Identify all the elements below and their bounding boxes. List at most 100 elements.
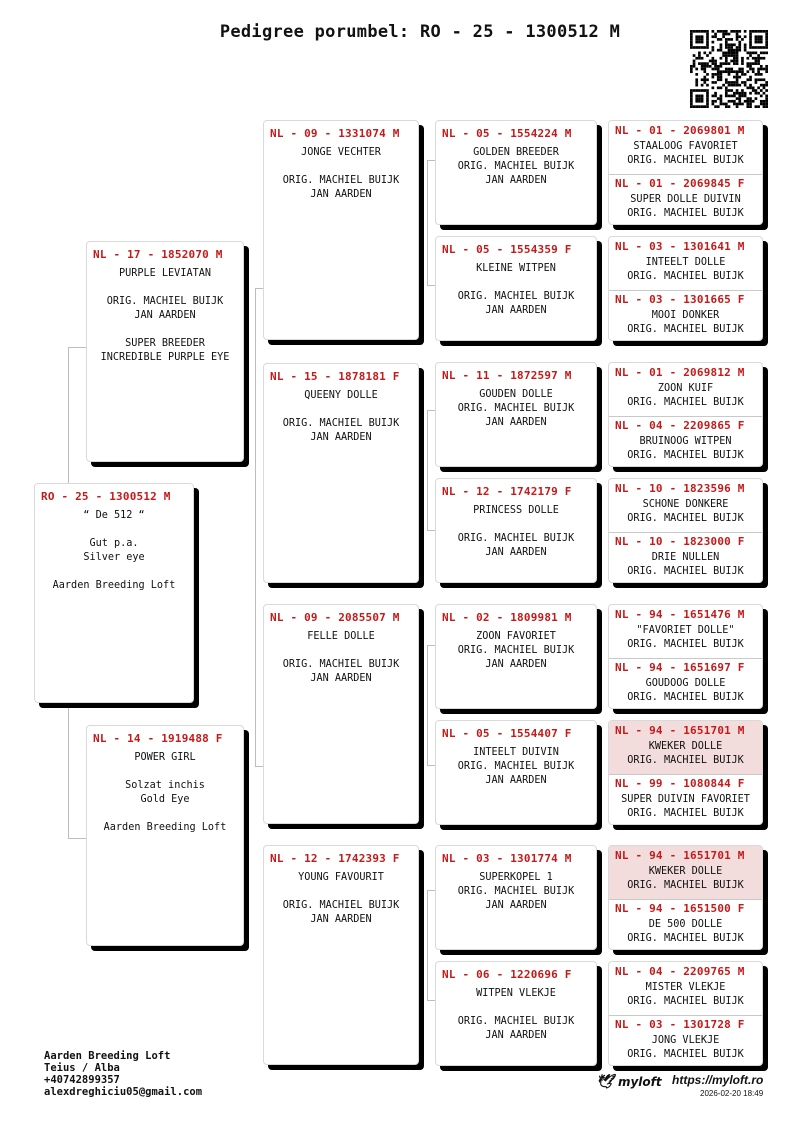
card-divider xyxy=(609,1014,762,1016)
pigeon-card[interactable]: NL - 94 - 1651476 M"FAVORIET DOLLE"ORIG.… xyxy=(609,605,762,658)
ring-number: NL - 10 - 1823596 M xyxy=(615,482,745,495)
connector-line xyxy=(427,410,428,530)
pigeon-name: DE 500 DOLLE xyxy=(648,918,723,930)
qr-code-icon[interactable] xyxy=(690,30,768,108)
pigeon-name: WITPEN VLEKJE xyxy=(476,988,556,999)
pigeon-origin: JAN AARDEN xyxy=(310,189,372,200)
pigeon-name: SUPER DOLLE DUIVIN xyxy=(630,193,741,205)
pigeon-origin: JAN AARDEN xyxy=(310,673,372,684)
ring-number: NL - 12 - 1742179 F xyxy=(442,485,572,498)
ring-number: NL - 10 - 1823000 F xyxy=(615,534,745,548)
connector-line xyxy=(427,765,435,766)
connector-line xyxy=(427,160,428,285)
ring-number: NL - 99 - 1080844 F xyxy=(615,776,745,790)
pigeon-note: Aarden Breeding Loft xyxy=(103,822,227,833)
ring-number: NL - 04 - 2209765 M xyxy=(615,965,745,978)
pigeon-name: BRUINOOG WITPEN xyxy=(639,435,732,447)
connector-line xyxy=(255,766,263,767)
ring-number: NL - 94 - 1651500 F xyxy=(615,901,745,915)
ring-number: NL - 05 - 1554407 F xyxy=(442,727,572,740)
gen4-pair-card: NL - 94 - 1651476 M"FAVORIET DOLLE"ORIG.… xyxy=(608,604,763,709)
pigeon-name: YOUNG FAVOURIT xyxy=(298,872,384,883)
pigeon-origin: JAN AARDEN xyxy=(485,547,547,558)
pigeon-origin: ORIG. MACHIEL BUIJK xyxy=(282,659,400,670)
pigeon-origin: ORIG. MACHIEL BUIJK xyxy=(282,418,400,429)
ring-number: RO - 25 - 1300512 M xyxy=(41,490,171,503)
breeder-loft: Aarden Breeding Loft xyxy=(44,1050,171,1062)
site-link[interactable]: https://myloft.ro xyxy=(672,1073,764,1087)
pigeon-name: KLEINE WITPEN xyxy=(476,263,556,274)
pigeon-origin: JAN AARDEN xyxy=(485,659,547,670)
pigeon-name: PURPLE LEVIATAN xyxy=(118,268,211,279)
connector-line xyxy=(427,285,435,286)
breeder-email[interactable]: alexdreghiciu05@gmail.com xyxy=(44,1086,203,1098)
pigeon-name: MISTER VLEKJE xyxy=(645,982,726,993)
ring-number: NL - 01 - 2069801 M xyxy=(615,124,745,137)
connector-line xyxy=(600,255,601,320)
pigeon-origin: ORIG. MACHIEL BUIJK xyxy=(457,886,575,897)
ring-number: NL - 03 - 1301665 F xyxy=(615,292,745,306)
pigeon-origin: Solzat inchis xyxy=(125,780,205,791)
breeder-phone: +40742899357 xyxy=(44,1074,120,1086)
pigeon-name: ZOON FAVORIET xyxy=(476,631,556,642)
pigeon-name: KWEKER DOLLE xyxy=(648,866,723,877)
pigeon-origin: Gold Eye xyxy=(140,794,190,805)
pigeon-origin: JAN AARDEN xyxy=(485,305,547,316)
pigeon-origin: ORIG. MACHIEL BUIJK xyxy=(457,761,575,772)
connector-line xyxy=(68,347,86,348)
pigeon-owner: Aarden Breeding Loft xyxy=(52,580,176,591)
pigeon-origin: ORIG. MACHIEL BUIJK xyxy=(627,880,744,891)
pigeon-origin: ORIG. MACHIEL BUIJK xyxy=(457,1016,575,1027)
ring-number: NL - 01 - 2069845 F xyxy=(615,176,745,190)
pigeon-name: GOLDEN BREEDER xyxy=(473,147,559,158)
pigeon-name: KWEKER DOLLE xyxy=(648,741,723,752)
connector-line xyxy=(427,1000,435,1001)
pigeon-origin: ORIG. MACHIEL BUIJK xyxy=(282,175,400,186)
card-divider xyxy=(609,415,762,417)
pigeon-name: JONG VLEKJE xyxy=(651,1034,720,1046)
pigeon-origin: ORIG. MACHIEL BUIJK xyxy=(457,291,575,302)
pigeon-origin: JAN AARDEN xyxy=(310,914,372,925)
pigeon-origin: ORIG. MACHIEL BUIJK xyxy=(457,161,575,172)
pigeon-origin: JAN AARDEN xyxy=(134,310,196,321)
ring-number: NL - 15 - 1878181 F xyxy=(270,370,400,383)
subject-card[interactable]: RO - 25 - 1300512 M“ De 512 “Gut p.a.Sil… xyxy=(34,483,194,703)
pigeon-name: POWER GIRL xyxy=(134,752,196,763)
pigeon-origin: ORIG. MACHIEL BUIJK xyxy=(457,645,575,656)
pigeon-name: INTEELT DOLLE xyxy=(645,257,726,268)
pigeon-origin: ORIG. MACHIEL BUIJK xyxy=(627,807,744,819)
